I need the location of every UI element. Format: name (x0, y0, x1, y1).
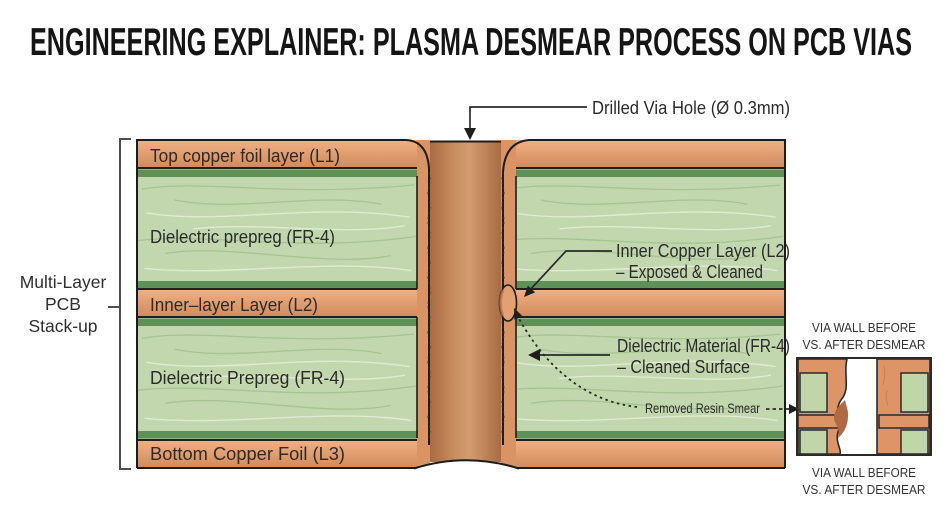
stackup-bracket (108, 138, 131, 470)
pcb-right-half (501, 140, 785, 468)
inset-before-after: VIA WALL BEFORE VS. AFTER DESMEAR VIA WA… (796, 320, 932, 497)
page-title: ENGINEERING EXPLAINER: PLASMA DESMEAR PR… (30, 21, 912, 64)
label-bottom-copper-l3: Bottom Copper Foil (L3) (150, 444, 345, 464)
inset-resin-smear-blob (833, 400, 849, 438)
callout-inner-copper: Inner Copper Layer (L2) – Exposed & Clea… (524, 241, 790, 297)
label-inner-layer-l2: Inner–layer Layer (L2) (150, 295, 318, 315)
callout-drilled-via: Drilled Via Hole (Ø 0.3mm) (464, 98, 790, 140)
copper-layer-l1-right (501, 140, 785, 168)
inset-after-wall (876, 358, 931, 455)
stackup-label: Multi-Layer PCB Stack-up (20, 272, 107, 336)
callout-inner-copper-line2: – Exposed & Cleaned (616, 262, 763, 282)
callout-dielectric-line1: Dielectric Material (FR-4) (617, 336, 790, 356)
callout-resin-smear-label: Removed Resin Smear (645, 400, 760, 416)
callout-drilled-via-label: Drilled Via Hole (Ø 0.3mm) (592, 98, 790, 118)
label-top-copper-l1: Top copper foil layer (L1) (150, 146, 340, 166)
via-hole (417, 140, 516, 468)
inset-caption-top-line2: VS. AFTER DESMEAR (803, 337, 926, 352)
copper-layer-l1-left (137, 140, 430, 168)
callout-dielectric-line2: – Cleaned Surface (617, 357, 750, 377)
label-dielectric-prepreg-2: Dielectric Prepreg (FR-4) (150, 368, 345, 388)
inset-caption-bottom-line1: VIA WALL BEFORE (812, 465, 916, 480)
inset-caption-top-line1: VIA WALL BEFORE (812, 320, 916, 335)
callout-dielectric: Dielectric Material (FR-4) – Cleaned Sur… (528, 336, 790, 377)
inset-before-wall (797, 358, 849, 455)
copper-layer-l3-right (501, 440, 785, 468)
stackup-label-line3: Stack-up (28, 316, 97, 336)
callout-resin-smear: Removed Resin Smear (514, 308, 799, 416)
inset-caption-bottom-line2: VS. AFTER DESMEAR (803, 482, 926, 497)
exposed-inner-copper-bump (498, 284, 518, 322)
copper-layer-l2-right (516, 289, 785, 317)
callout-inner-copper-line1: Inner Copper Layer (L2) (616, 241, 790, 261)
stackup-label-line2: PCB (45, 294, 81, 314)
via-barrel-interior (430, 141, 501, 462)
label-dielectric-prepreg-1: Dielectric prepreg (FR-4) (150, 227, 335, 247)
copper-layer-l3-left (137, 440, 430, 468)
stackup-label-line1: Multi-Layer (20, 272, 107, 292)
copper-layer-l2-left (137, 289, 417, 317)
via-bottom-arc (413, 459, 520, 479)
board-outline (136, 139, 786, 469)
via-wall-left (417, 140, 430, 468)
layer-dividers (137, 167, 785, 441)
pcb-left-half (137, 140, 430, 468)
